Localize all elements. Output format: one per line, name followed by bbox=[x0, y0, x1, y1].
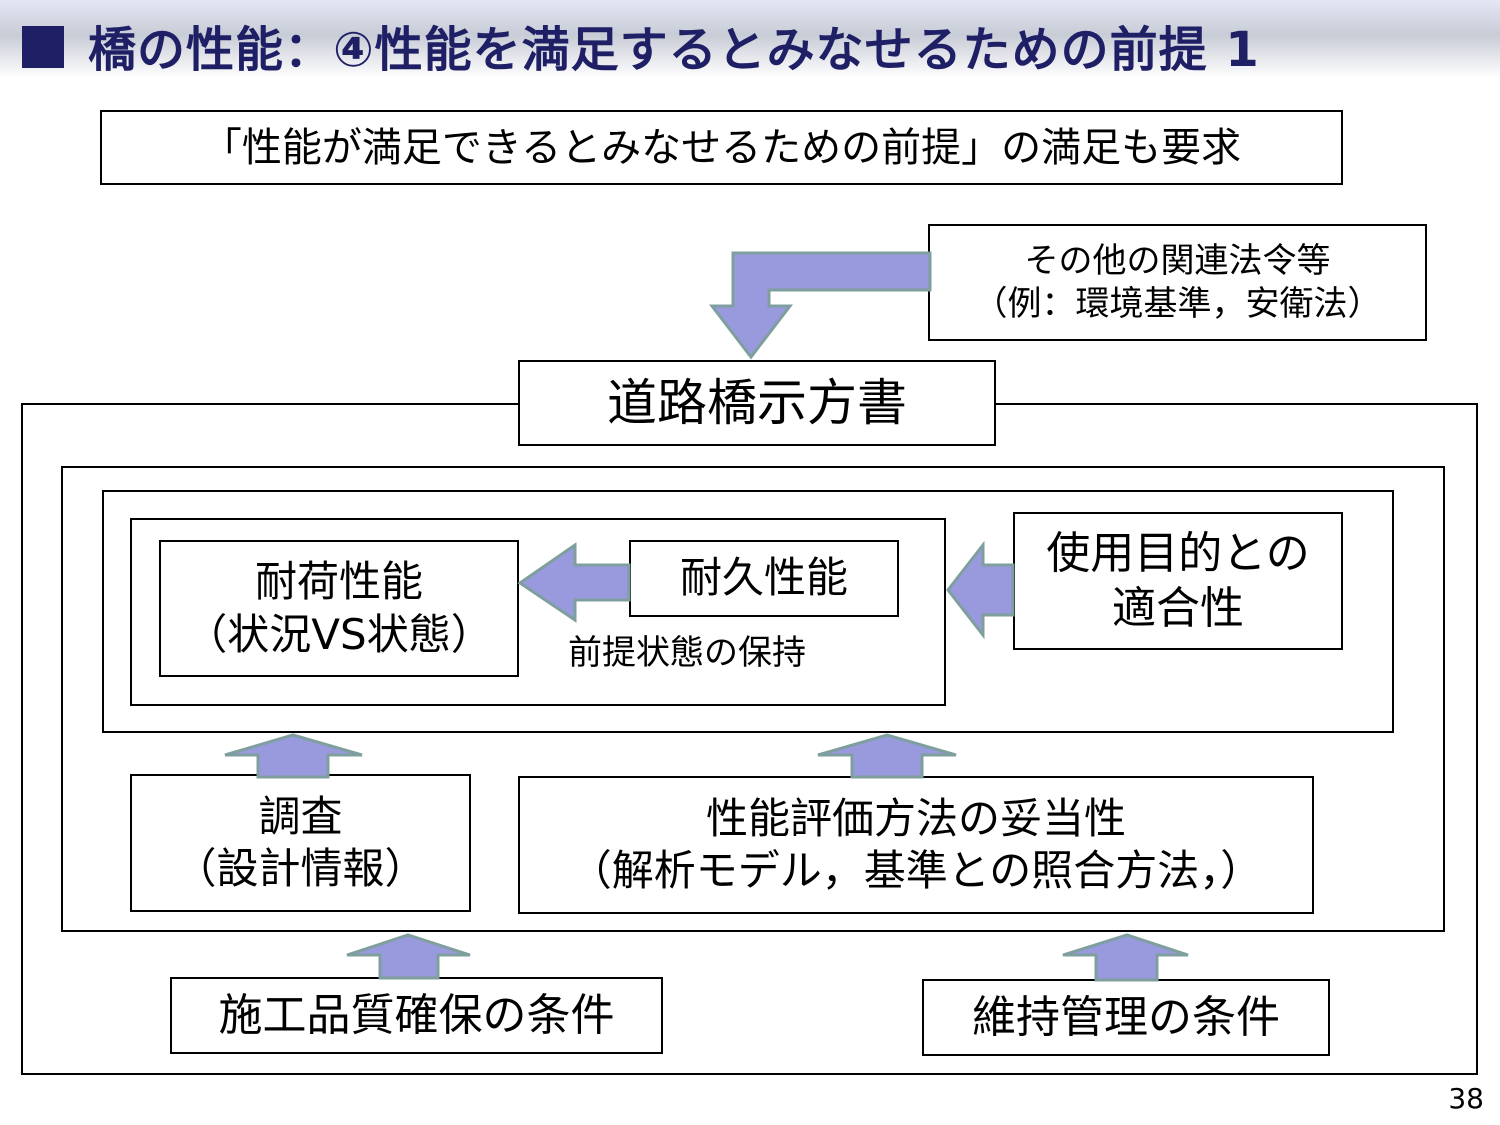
durability-box: 耐久性能 bbox=[629, 540, 899, 617]
slide-title: 橋の性能：④性能を満足するとみなせるための前提 1 bbox=[22, 10, 1260, 80]
load-performance-line2: （状況VS状態） bbox=[185, 609, 493, 659]
survey-line1: 調査 bbox=[258, 791, 343, 841]
fitness-box: 使用目的との 適合性 bbox=[1013, 512, 1343, 650]
evaluation-line2: （解析モデル，基準との照合方法，） bbox=[569, 846, 1263, 895]
related-laws-box: その他の関連法令等 （例：環境基準，安衛法） bbox=[928, 224, 1427, 341]
premise-label: 前提状態の保持 bbox=[568, 633, 806, 673]
survey-line2: （設計情報） bbox=[174, 844, 427, 893]
page-number: 38 bbox=[1448, 1082, 1484, 1115]
evaluation-box: 性能評価方法の妥当性 （解析モデル，基準との照合方法，） bbox=[518, 776, 1314, 914]
construction-box: 施工品質確保の条件 bbox=[170, 977, 663, 1054]
evaluation-line1: 性能評価方法の妥当性 bbox=[705, 793, 1126, 843]
fitness-line1: 使用目的との bbox=[1046, 528, 1310, 579]
maintenance-box: 維持管理の条件 bbox=[922, 979, 1330, 1056]
survey-box: 調査 （設計情報） bbox=[130, 774, 471, 912]
specification-title: 道路橋示方書 bbox=[607, 373, 907, 432]
related-laws-line2: （例：環境基準，安衛法） bbox=[973, 283, 1382, 324]
title-bar: 橋の性能：④性能を満足するとみなせるための前提 1 bbox=[0, 0, 1500, 78]
construction-text: 施工品質確保の条件 bbox=[218, 990, 615, 1041]
specification-box: 道路橋示方書 bbox=[518, 360, 996, 446]
subtitle-box: 「性能が満足できるとみなせるための前提」の満足も要求 bbox=[100, 110, 1343, 185]
bent-down-arrow-icon bbox=[708, 251, 932, 360]
square-bullet-icon bbox=[22, 26, 64, 68]
related-laws-line1: その他の関連法令等 bbox=[1024, 241, 1331, 281]
core-frame bbox=[130, 518, 946, 706]
load-performance-line1: 耐荷性能 bbox=[254, 557, 423, 606]
inner-frame bbox=[102, 490, 1394, 733]
load-performance-box: 耐荷性能 （状況VS状態） bbox=[159, 540, 519, 677]
middle-frame bbox=[61, 466, 1445, 932]
fitness-line2: 適合性 bbox=[1112, 583, 1244, 634]
durability-text: 耐久性能 bbox=[679, 553, 848, 603]
maintenance-text: 維持管理の条件 bbox=[972, 992, 1280, 1043]
subtitle-text: 「性能が満足できるとみなせるための前提」の満足も要求 bbox=[201, 124, 1242, 171]
